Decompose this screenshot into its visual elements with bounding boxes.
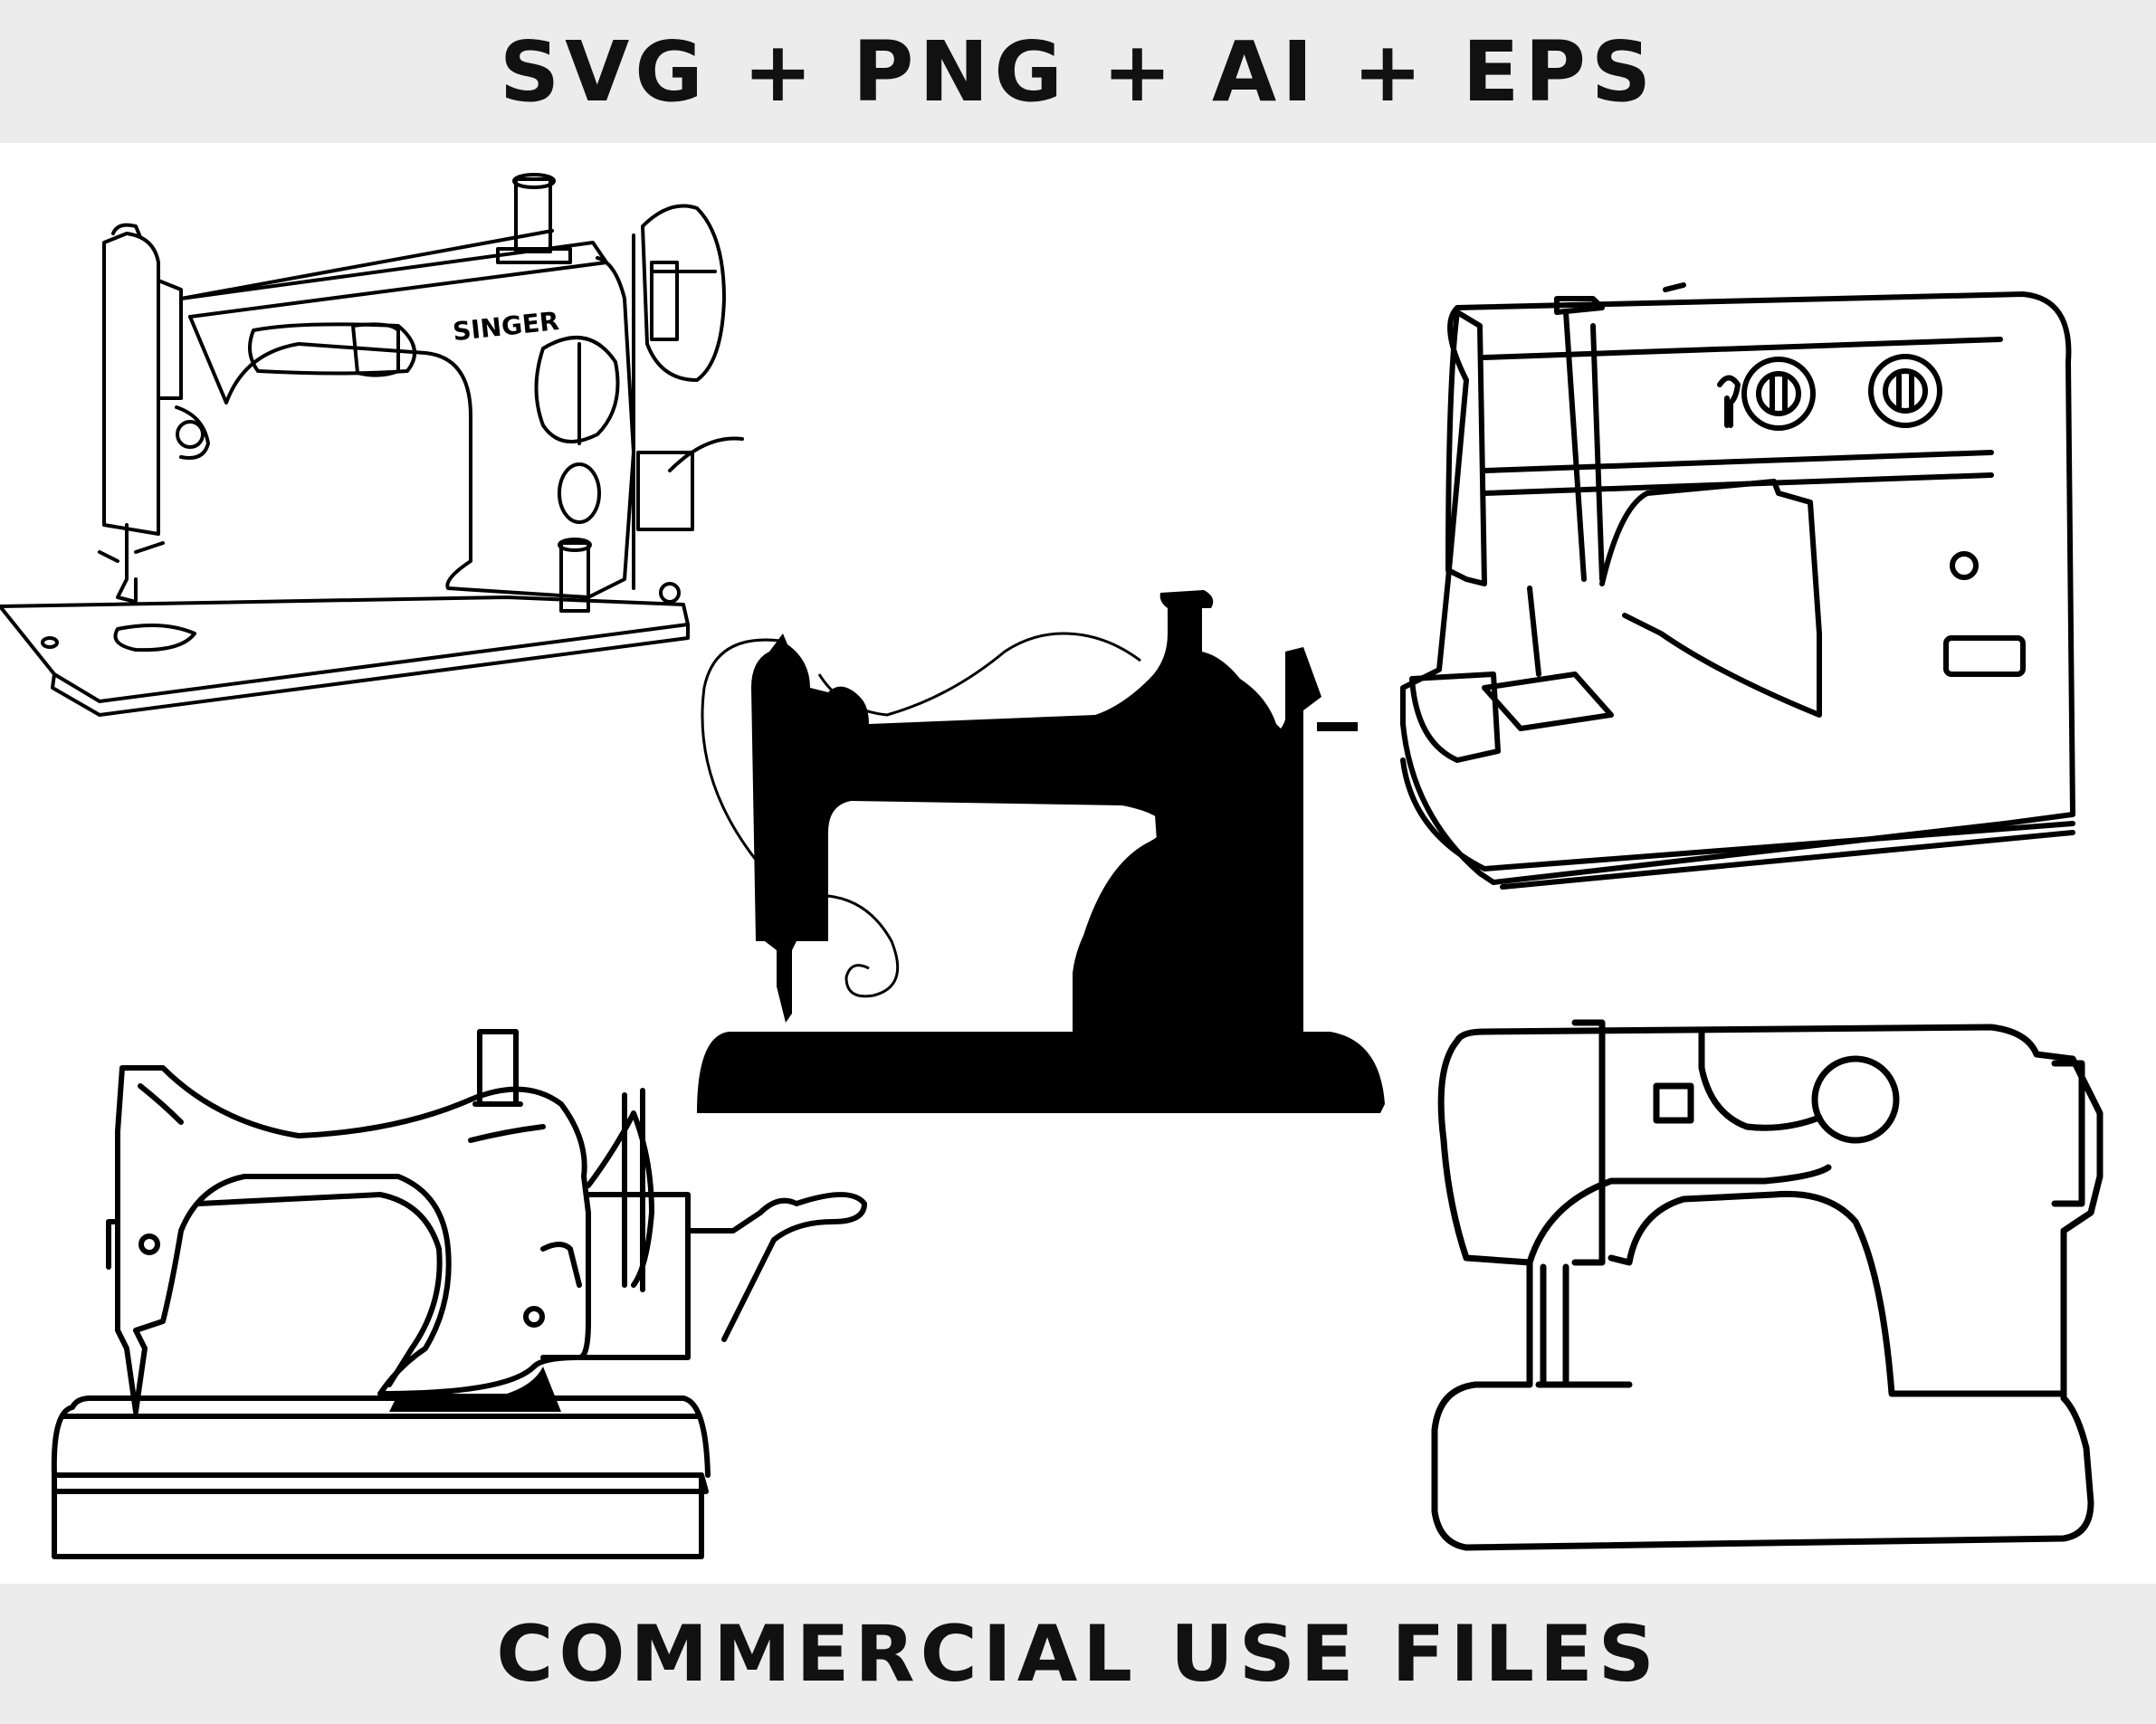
singer-machine-illustration [0, 173, 744, 717]
crank-base-shadow [389, 1367, 561, 1412]
antique-silhouette-illustration [697, 590, 1385, 1113]
license-title: COMMERCIAL USE FILES [496, 1608, 1660, 1700]
modern-dial-machine-illustration [1400, 282, 2075, 890]
header-banner: SVG + PNG + AI + EPS [0, 0, 2156, 143]
singer-brand-label: SINGER [452, 306, 560, 347]
formats-title: SVG + PNG + AI + EPS [499, 23, 1657, 120]
artwork-canvas: SINGER [0, 173, 2104, 1559]
footer-banner: COMMERCIAL USE FILES [0, 1584, 2156, 1724]
hand-crank-machine-illustration [51, 1029, 867, 1559]
simple-modern-machine-illustration [1431, 1019, 2104, 1551]
